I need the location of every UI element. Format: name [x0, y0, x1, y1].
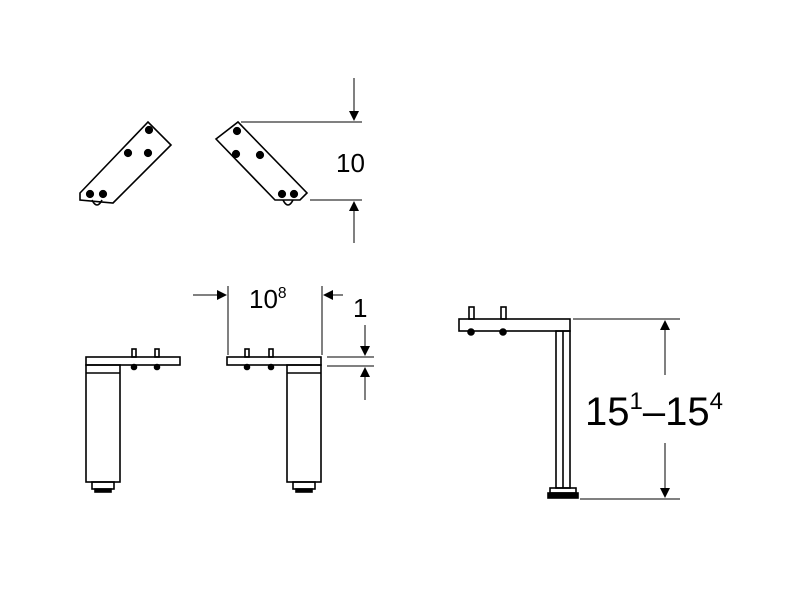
dimension-adjust-height: [573, 318, 680, 500]
leg-adjustable: [458, 306, 579, 499]
dimension-label-width: 108: [249, 284, 287, 314]
dimension-label-offset: 1: [353, 293, 367, 323]
dimension-width-value: 10: [249, 284, 278, 314]
adjust-base-1: 15: [585, 390, 630, 434]
adjust-sup-2: 4: [710, 388, 723, 415]
leg-left: [85, 348, 181, 493]
dimension-offset: [327, 325, 374, 400]
dimension-label-adjust-height: 151–154: [585, 388, 723, 434]
adjust-dash: –: [643, 390, 666, 434]
corner-bracket-left: [79, 120, 173, 206]
adjust-sup-1: 1: [630, 388, 643, 415]
dimension-height-top: [241, 78, 362, 243]
adjust-base-2: 15: [665, 390, 710, 434]
dimension-width: [193, 286, 343, 355]
dimension-width-sup: 8: [278, 285, 287, 302]
corner-bracket-right: [214, 120, 309, 206]
leg-right: [226, 348, 322, 493]
dimension-label-height-top: 10: [336, 148, 365, 178]
